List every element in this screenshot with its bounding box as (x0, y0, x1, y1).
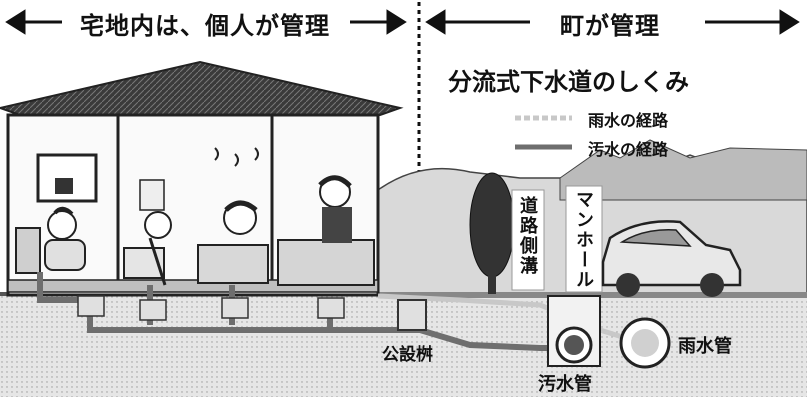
private-management-label: 宅地内は、個人が管理 (80, 12, 330, 40)
car (601, 220, 742, 297)
right-header-arrow (425, 9, 800, 35)
rain-pipe-route (377, 293, 633, 343)
sewage-legend-label: 汚水の経路 (588, 140, 669, 159)
toilet-person (47, 210, 77, 240)
public-basin-label: 公設桝 (382, 345, 433, 365)
washing-child (144, 211, 172, 239)
manhole-label: マンホール (572, 190, 594, 290)
rain-pipe-label: 雨水管 (678, 336, 732, 357)
public-basin (397, 299, 427, 331)
tree (469, 172, 515, 294)
house (0, 60, 404, 297)
house-roof (0, 60, 404, 116)
sewage-pipe-label: 汚水管 (538, 374, 592, 395)
bathtub (197, 244, 269, 284)
town-management-label: 町が管理 (560, 12, 660, 40)
kitchen-counter (277, 239, 375, 286)
roadside-ditch-label: 道路側溝 (516, 196, 538, 276)
left-header-arrow (5, 9, 407, 35)
diagram-title: 分流式下水道のしくみ (448, 68, 689, 96)
yard-basin (77, 295, 105, 317)
rain-legend-label: 雨水の経路 (588, 111, 669, 130)
